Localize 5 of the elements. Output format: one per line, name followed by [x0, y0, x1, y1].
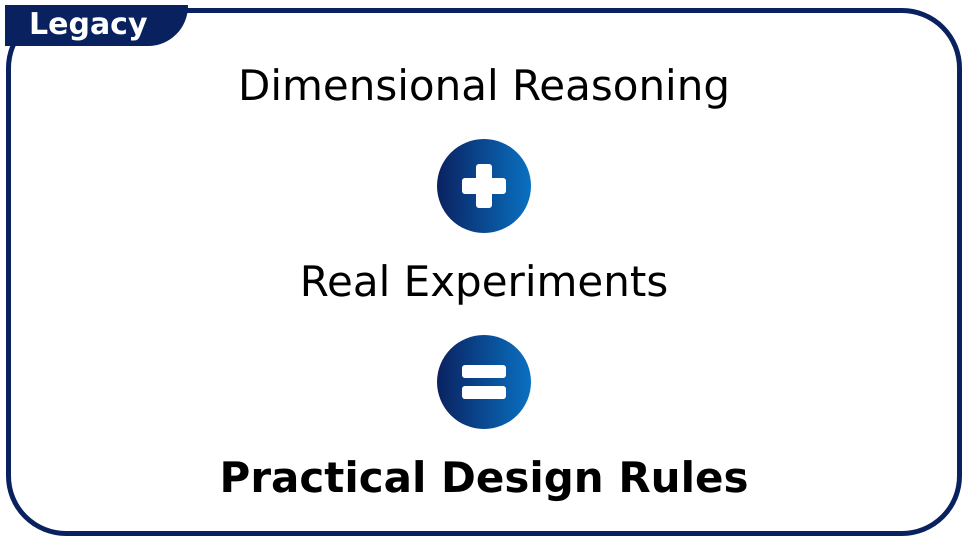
heading-tab: Legacy — [5, 5, 188, 46]
formula-term: Real Experiments — [300, 257, 668, 306]
rounded-panel — [6, 8, 962, 536]
formula-term: Dimensional Reasoning — [238, 61, 730, 110]
formula-result: Practical Design Rules — [220, 453, 748, 502]
